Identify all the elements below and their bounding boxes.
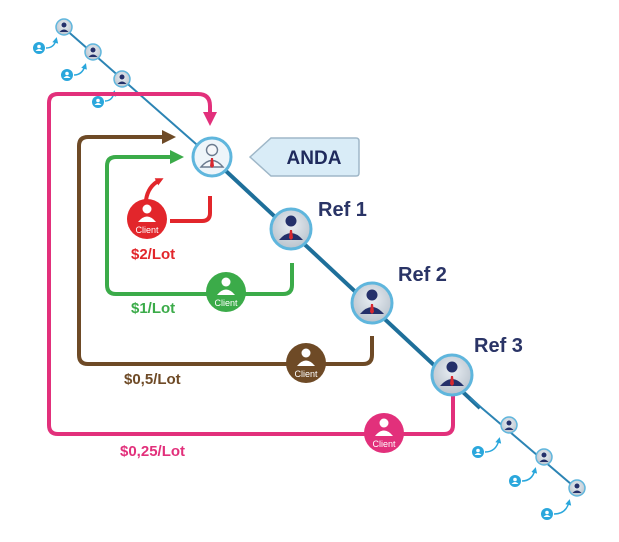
upline-node-1 [55,18,73,36]
ref2-node [350,281,394,325]
downline-node-3 [568,479,586,497]
client-direct: Client [127,199,167,239]
anda-label: ANDA [287,148,342,169]
anda-node [191,136,233,178]
client-label: Client [294,369,318,379]
upline-client-2 [61,63,87,81]
ref3-node [430,353,474,397]
client-ref1: Client [206,272,246,312]
rate-level0: $2/Lot [131,246,175,263]
client-icon [217,277,235,295]
upline-node-3 [113,70,131,88]
upline-client-1 [33,37,59,54]
ref1-label: Ref 1 [318,199,367,221]
downline-node-1 [500,416,518,434]
anda-callout: ANDA [248,137,360,177]
ref2-label: Ref 2 [398,264,447,286]
downline-client-3 [541,499,572,520]
person-icon [279,215,303,240]
person-icon [360,289,384,314]
commission-path-direct [170,196,212,223]
person-icon [199,143,225,168]
client-ref2: Client [286,343,326,383]
commission-path-ref2 [77,130,374,366]
client-label: Client [135,225,159,235]
ref3-label: Ref 3 [474,335,523,357]
rate-level1: $1/Lot [131,300,175,317]
client-icon [297,348,315,366]
downline-client-2 [509,467,538,487]
ref1-node [269,207,313,251]
commission-arrow-direct [144,178,164,201]
client-icon [138,204,156,222]
upline-client-3 [92,90,117,108]
person-icon [440,361,464,386]
client-label: Client [214,298,238,308]
upline-node-2 [84,43,102,61]
commission-path-ref1 [105,150,294,296]
rate-level2: $0,5/Lot [124,371,181,388]
client-label: Client [372,439,396,449]
client-ref3: Client [364,413,404,453]
downline-node-2 [535,448,553,466]
rate-level3: $0,25/Lot [120,443,185,460]
downline-client-1 [472,437,502,458]
commission-path-ref3 [47,92,455,436]
network-line-lower [469,397,579,491]
client-icon [375,418,393,436]
